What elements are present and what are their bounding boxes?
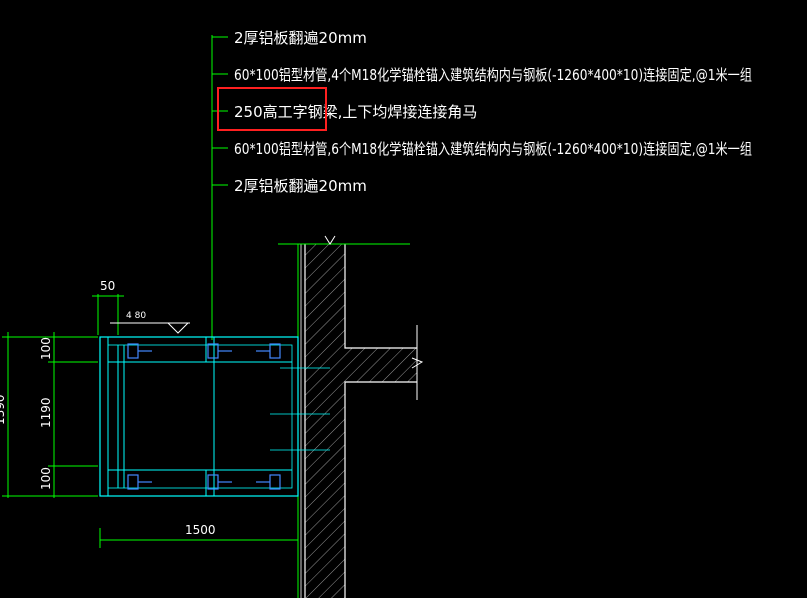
dim-top-offset: 50 (100, 279, 115, 293)
dim-left-total: 1390 (0, 394, 7, 425)
left-dimensions: 1390 100 1190 100 (0, 332, 98, 498)
steel-frame (99, 336, 299, 497)
dim-top-mark: 4 80 (126, 311, 146, 321)
concrete-wall (278, 235, 424, 598)
dim-left-bottom: 100 (39, 467, 53, 490)
dim-left-top: 100 (39, 337, 53, 360)
highlight-box (217, 87, 327, 131)
dim-bottom-width: 1500 (185, 523, 216, 537)
top-mark: 50 4 80 (92, 279, 190, 335)
annotation-5: 2厚铝板翻遍20mm (234, 177, 367, 195)
anchor-bolts (127, 343, 281, 490)
annotation-4: 60*100铝型材管,6个M18化学锚栓锚入建筑结构内与钢板(-1260*400… (234, 140, 752, 158)
annotation-2: 60*100铝型材管,4个M18化学锚栓锚入建筑结构内与钢板(-1260*400… (234, 66, 752, 84)
annotation-3: 250高工字钢梁,上下均焊接连接角马 (234, 103, 477, 121)
anchor-lines (270, 367, 330, 451)
annotation-1: 2厚铝板翻遍20mm (234, 29, 367, 47)
dim-left-middle: 1190 (39, 397, 53, 428)
bottom-dimension: 1500 (99, 523, 299, 548)
